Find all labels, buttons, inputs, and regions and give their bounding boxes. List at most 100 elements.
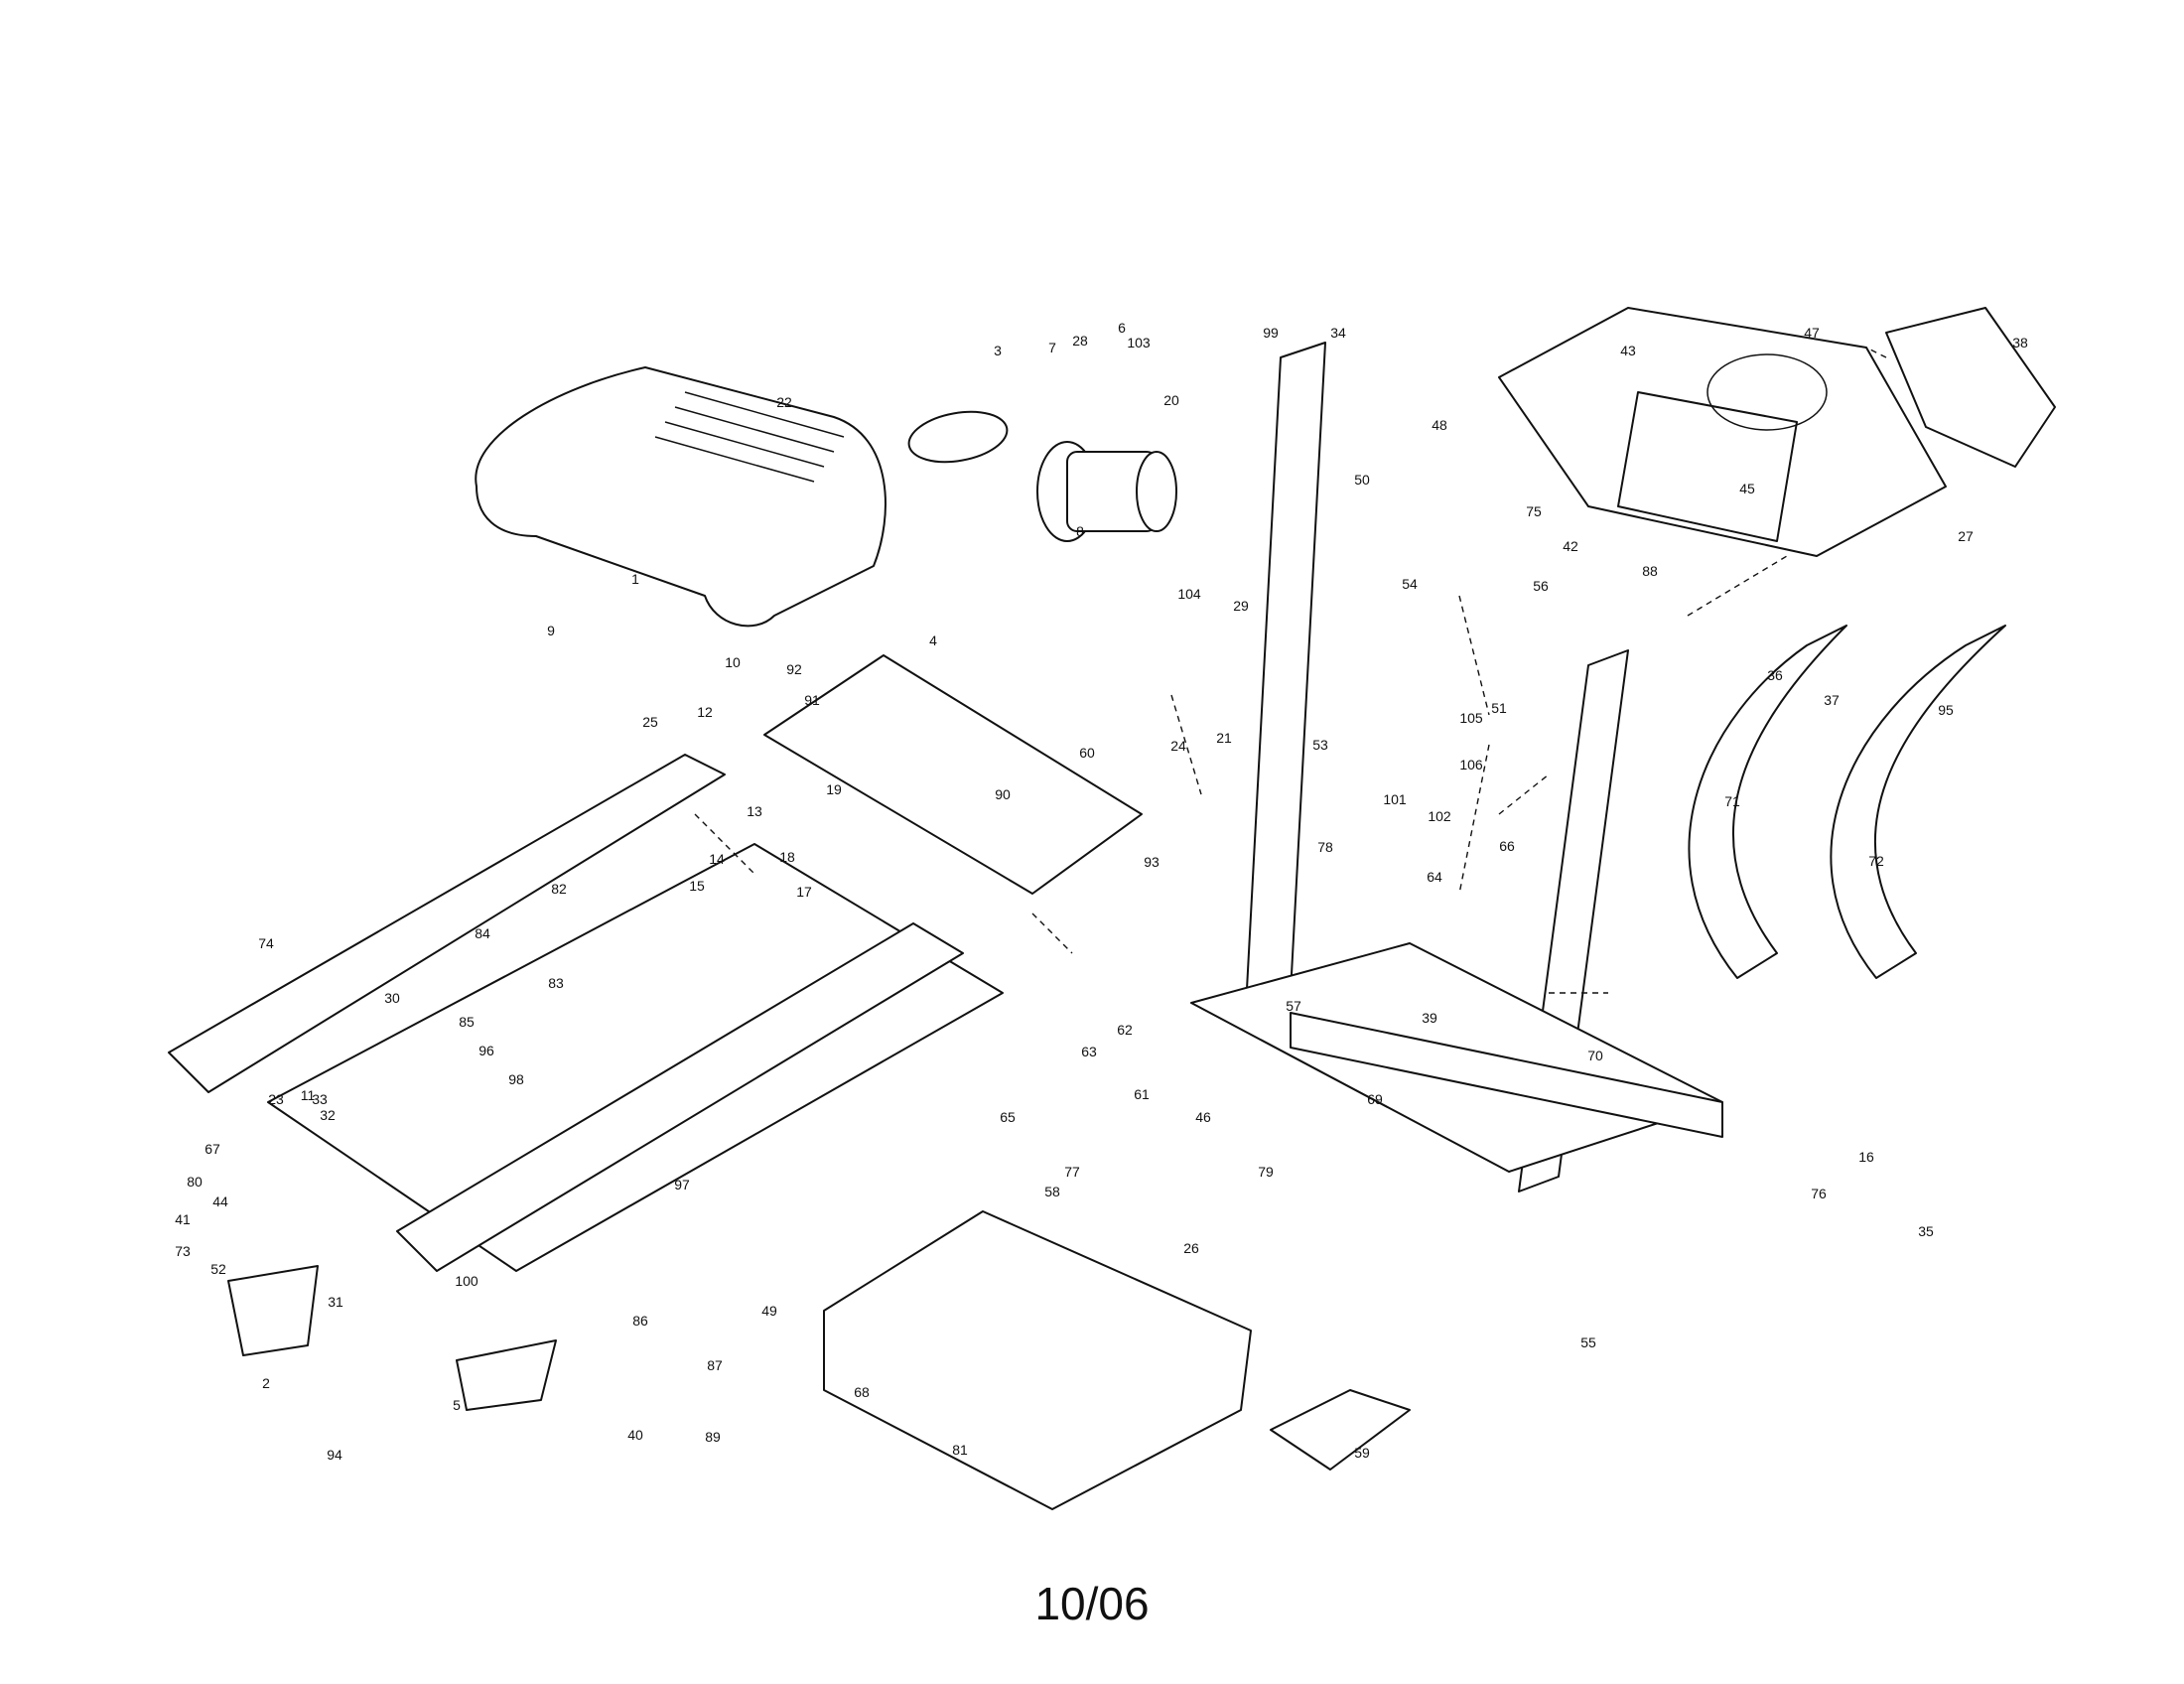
callout-92: 92 — [786, 661, 802, 677]
callout-58: 58 — [1044, 1184, 1060, 1199]
left-handrail — [1688, 625, 1847, 979]
callout-7: 7 — [1048, 340, 1056, 355]
callout-18: 18 — [779, 849, 795, 865]
callout-47: 47 — [1804, 325, 1820, 341]
callout-60: 60 — [1079, 745, 1095, 761]
callout-105: 105 — [1459, 710, 1483, 726]
callout-82: 82 — [551, 881, 567, 897]
left-upright — [1245, 342, 1326, 1009]
callout-49: 49 — [761, 1303, 777, 1319]
callout-96: 96 — [478, 1043, 494, 1058]
motor-hood — [475, 366, 887, 628]
callout-73: 73 — [175, 1243, 191, 1259]
callout-43: 43 — [1620, 343, 1636, 358]
callout-98: 98 — [508, 1071, 524, 1087]
left-end-cap — [227, 1265, 319, 1356]
callout-97: 97 — [674, 1177, 690, 1193]
controller-board — [1270, 1389, 1411, 1471]
callout-27: 27 — [1958, 528, 1974, 544]
callout-14: 14 — [709, 851, 725, 867]
callout-103: 103 — [1127, 335, 1151, 351]
callout-91: 91 — [804, 692, 820, 708]
motor-base — [823, 1210, 1252, 1510]
callout-83: 83 — [548, 975, 564, 991]
callout-63: 63 — [1081, 1044, 1097, 1059]
drive-belt — [907, 410, 1009, 464]
callout-25: 25 — [642, 714, 658, 730]
callout-101: 101 — [1383, 791, 1407, 807]
drive-motor — [1036, 441, 1177, 542]
callout-41: 41 — [175, 1211, 191, 1227]
callout-35: 35 — [1918, 1223, 1934, 1239]
callout-20: 20 — [1163, 392, 1179, 408]
callout-76: 76 — [1811, 1186, 1827, 1201]
callout-77: 77 — [1064, 1164, 1080, 1180]
callout-62: 62 — [1117, 1022, 1133, 1038]
callout-5: 5 — [453, 1397, 461, 1413]
callout-24: 24 — [1170, 738, 1186, 754]
callout-6: 6 — [1118, 320, 1126, 336]
base-frame — [1190, 942, 1723, 1173]
part-callouts: 1234567891011121314151617181920212223242… — [175, 320, 2028, 1463]
callout-102: 102 — [1428, 808, 1451, 824]
callout-21: 21 — [1216, 730, 1232, 746]
assembly-leaders — [694, 347, 1887, 994]
callout-22: 22 — [776, 394, 792, 410]
left-rail — [168, 754, 726, 1093]
callout-19: 19 — [826, 781, 842, 797]
callout-70: 70 — [1587, 1048, 1603, 1063]
callout-99: 99 — [1263, 325, 1279, 341]
callout-69: 69 — [1367, 1091, 1383, 1107]
callout-48: 48 — [1432, 417, 1447, 433]
callout-4: 4 — [929, 632, 937, 648]
callout-50: 50 — [1354, 472, 1370, 488]
callout-59: 59 — [1354, 1445, 1370, 1461]
callout-46: 46 — [1195, 1109, 1211, 1125]
callout-26: 26 — [1183, 1240, 1199, 1256]
callout-52: 52 — [210, 1261, 226, 1277]
callout-93: 93 — [1144, 854, 1160, 870]
console-assembly — [1498, 307, 1947, 557]
callout-32: 32 — [320, 1107, 336, 1123]
callout-45: 45 — [1739, 481, 1755, 496]
callout-3: 3 — [994, 343, 1002, 358]
callout-54: 54 — [1402, 576, 1418, 592]
callout-34: 34 — [1330, 325, 1346, 341]
callout-28: 28 — [1072, 333, 1088, 349]
callout-100: 100 — [455, 1273, 478, 1289]
callout-104: 104 — [1177, 586, 1201, 602]
callout-16: 16 — [1858, 1149, 1874, 1165]
callout-51: 51 — [1491, 700, 1507, 716]
callout-81: 81 — [952, 1442, 968, 1458]
callout-12: 12 — [697, 704, 713, 720]
callout-57: 57 — [1286, 998, 1301, 1014]
callout-55: 55 — [1580, 1334, 1596, 1350]
callout-64: 64 — [1427, 869, 1442, 885]
drawing-date-code: 10/06 — [1034, 1578, 1150, 1629]
callout-89: 89 — [705, 1429, 721, 1445]
callout-90: 90 — [995, 786, 1011, 802]
callout-106: 106 — [1459, 757, 1483, 772]
right-end-cap — [456, 1339, 557, 1411]
callout-71: 71 — [1724, 793, 1740, 809]
callout-67: 67 — [205, 1141, 220, 1157]
incline-frame — [763, 654, 1143, 895]
right-handrail — [1830, 625, 2006, 979]
callout-84: 84 — [475, 925, 490, 941]
callout-39: 39 — [1422, 1010, 1437, 1026]
callout-66: 66 — [1499, 838, 1515, 854]
callout-17: 17 — [796, 884, 812, 900]
callout-10: 10 — [725, 654, 741, 670]
callout-8: 8 — [1076, 523, 1084, 539]
callout-88: 88 — [1642, 563, 1658, 579]
callout-94: 94 — [327, 1447, 342, 1463]
callout-15: 15 — [689, 878, 705, 894]
callout-2: 2 — [262, 1375, 270, 1391]
callout-65: 65 — [1000, 1109, 1016, 1125]
callout-38: 38 — [2012, 335, 2028, 351]
callout-37: 37 — [1824, 692, 1840, 708]
walking-deck — [267, 843, 1004, 1272]
callout-80: 80 — [187, 1174, 203, 1190]
callout-9: 9 — [547, 623, 555, 638]
callout-30: 30 — [384, 990, 400, 1006]
